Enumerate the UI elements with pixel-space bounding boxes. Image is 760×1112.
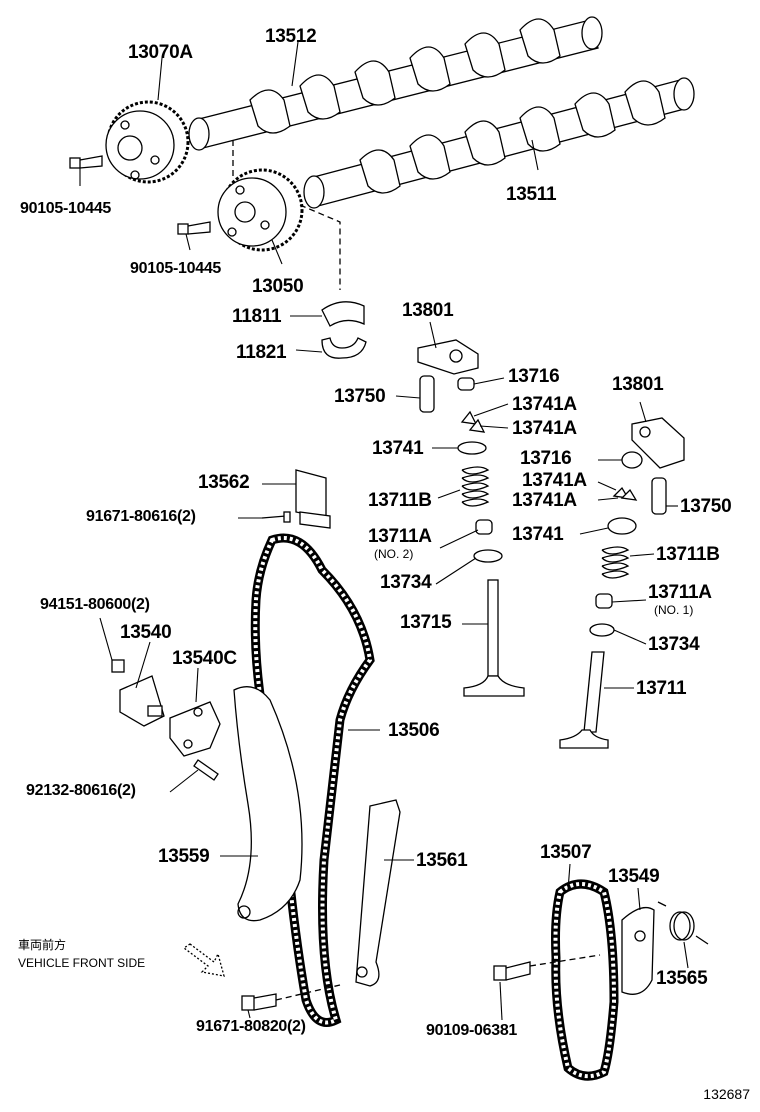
- cam-timing-gear-13070A: [105, 100, 190, 184]
- lash-adjuster-cap-13716-left: [457, 377, 475, 391]
- label-13050: 13050: [252, 276, 304, 297]
- label-13711A-right-sub: (NO. 1): [654, 603, 694, 617]
- gasket-13540C: [169, 701, 221, 757]
- chain-bracket-13562: [295, 469, 331, 529]
- label-92132: 92132-80616(2): [26, 782, 136, 799]
- valve-spring-13711B-left: [461, 466, 490, 507]
- label-13734-left: 13734: [380, 572, 432, 593]
- label-13562: 13562: [198, 472, 250, 493]
- chain-slipper-13559: [233, 686, 303, 922]
- label-13549: 13549: [608, 866, 660, 887]
- label-13711: 13711: [636, 678, 687, 699]
- rocker-arm-13801-right: [631, 417, 685, 469]
- label-11811: 11811: [232, 306, 282, 327]
- label-13561: 13561: [416, 850, 468, 871]
- label-13741A-4: 13741A: [512, 490, 577, 511]
- label-90105-a: 90105-10445: [20, 200, 112, 217]
- bolt-90105-a: [69, 155, 103, 169]
- cam-timing-gear-13050: [217, 168, 304, 252]
- label-11821: 11821: [236, 342, 287, 363]
- vehicle-front-arrow: [182, 943, 225, 977]
- label-13559: 13559: [158, 846, 210, 867]
- chain-damper-13561: [355, 799, 401, 987]
- label-13741-left: 13741: [372, 438, 424, 459]
- label-13507: 13507: [540, 842, 592, 863]
- label-90109: 90109-06381: [426, 1022, 518, 1039]
- label-13565: 13565: [656, 968, 708, 989]
- bearing-11821: [321, 337, 367, 359]
- figure-number: 132687: [703, 1086, 750, 1102]
- label-13750-right: 13750: [680, 496, 732, 517]
- valve-spring-13711B-right: [601, 546, 630, 579]
- note-vehicle-front-jp: 車両前方: [18, 938, 67, 952]
- camshaft-13512: [188, 16, 603, 151]
- label-13540: 13540: [120, 622, 172, 643]
- label-91671-lower: 91671-80820(2): [196, 1018, 306, 1035]
- exhaust-valve-13715: [463, 579, 525, 697]
- label-13070A: 13070A: [128, 42, 193, 63]
- label-13540C: 13540C: [172, 648, 237, 669]
- bolt-90105-b: [177, 221, 211, 235]
- label-94151: 94151-80600(2): [40, 596, 150, 613]
- label-13711B-left: 13711B: [368, 490, 432, 511]
- bolt-90109: [493, 961, 531, 981]
- label-13734-right: 13734: [648, 634, 700, 655]
- chain-tensioner-arm-13549: [621, 906, 655, 995]
- label-13715: 13715: [400, 612, 452, 633]
- camshaft-13511: [303, 77, 695, 209]
- label-13711A-right: 13711A: [648, 582, 712, 603]
- label-90105-b: 90105-10445: [130, 260, 222, 277]
- label-13741-right: 13741: [512, 524, 564, 545]
- bearing-11811: [321, 301, 365, 327]
- bolt-91671-lower: [241, 993, 277, 1011]
- label-13750-left: 13750: [334, 386, 386, 407]
- intake-valve-13711: [559, 651, 609, 749]
- label-13741A-3: 13741A: [522, 470, 587, 491]
- note-vehicle-front-en: VEHICLE FRONT SIDE: [18, 956, 146, 970]
- valve-spring-retainer-13741-left: [457, 441, 487, 455]
- label-13511: 13511: [506, 184, 557, 205]
- label-13801-right: 13801: [612, 374, 664, 395]
- label-13711B-right: 13711B: [656, 544, 720, 565]
- torsion-spring-13565: [657, 901, 709, 945]
- label-13512: 13512: [265, 26, 317, 47]
- label-13716-right: 13716: [520, 448, 572, 469]
- label-13711A-left-sub: (NO. 2): [374, 547, 414, 561]
- label-91671-upper: 91671-80616(2): [86, 508, 196, 525]
- label-13801-left: 13801: [402, 300, 454, 321]
- label-13506: 13506: [388, 720, 440, 741]
- lash-adjuster-13750-left: [419, 375, 435, 413]
- label-13741A-2: 13741A: [512, 418, 577, 439]
- rocker-arm-13801-left: [417, 339, 479, 375]
- label-13741A-1: 13741A: [512, 394, 577, 415]
- label-13711A-left: 13711A: [368, 526, 432, 547]
- label-13716-left: 13716: [508, 366, 560, 387]
- chain-tensioner-13540: [119, 675, 165, 727]
